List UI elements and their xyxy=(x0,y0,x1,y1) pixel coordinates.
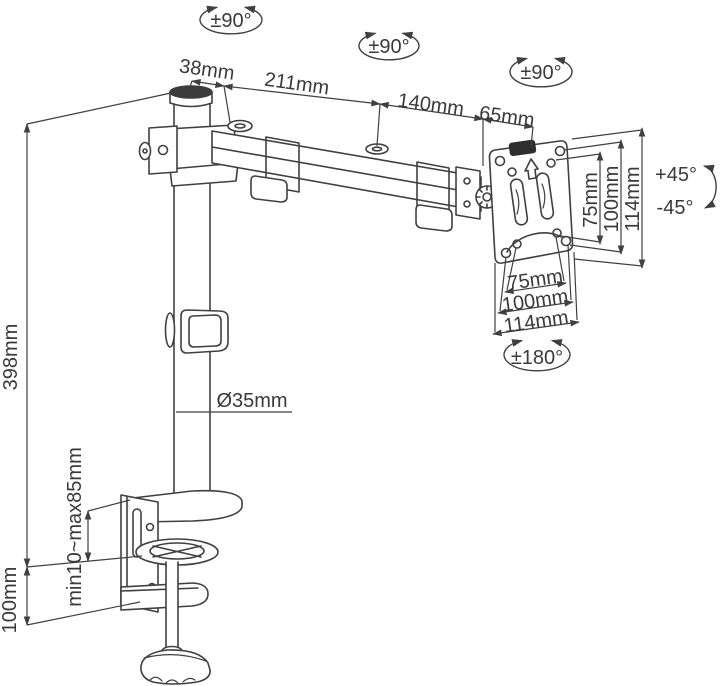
thumbscrew-knob xyxy=(508,139,537,157)
rotation-arrow-pole xyxy=(199,5,263,35)
rotation-label-pole-swivel: ±90° xyxy=(210,10,251,32)
rotation-label-vesa-swivel: ±90° xyxy=(520,62,561,84)
clamp-knob xyxy=(140,649,211,685)
desk-clamp xyxy=(120,489,243,685)
dim-label-pole-cap-width: 38mm xyxy=(178,55,236,85)
pole-cable-clip xyxy=(164,309,229,354)
tilt-arrow xyxy=(702,164,717,209)
up-arrow-icon xyxy=(524,158,539,180)
dim-label-vesa-head-offset: 65mm xyxy=(478,102,536,132)
rotation-symbols xyxy=(199,5,717,372)
dim-label-pole-height: 398mm xyxy=(0,324,22,391)
tilt-label-down: -45° xyxy=(657,197,694,219)
dim-label-pole-diameter: Ø35mm xyxy=(216,390,287,412)
rotation-label-vesa-rotation: ±180° xyxy=(511,347,563,369)
labels: ±90° ±90° ±90° ±180° +45° -45° 38mm 211m… xyxy=(0,10,697,633)
vesa-slot xyxy=(509,178,529,226)
rotation-arrow-arm xyxy=(358,31,420,61)
dim-label-arm-segment-rear: 211mm xyxy=(263,69,331,100)
dim-label-arm-segment-front: 140mm xyxy=(396,90,465,121)
dim-label-clamp-bracket-height: 100mm xyxy=(0,567,21,634)
pole-cap xyxy=(169,85,213,99)
tilt-label-up: +45° xyxy=(655,164,697,186)
vesa-plate xyxy=(488,139,574,264)
rotation-arrow-180 xyxy=(503,339,571,372)
mount-arm xyxy=(211,119,499,232)
vesa-hole xyxy=(494,155,506,167)
dim-label-clamp-thickness-range: min10~max85mm xyxy=(64,447,86,607)
vesa-hinge-bracket xyxy=(455,166,481,220)
rotation-arrow-vesa xyxy=(509,57,573,88)
collar-screw xyxy=(227,119,253,133)
dimension-lines xyxy=(23,79,646,626)
dim-label-vesa-height-114: 114mm xyxy=(622,166,644,231)
vesa-hole xyxy=(554,145,566,157)
vesa-hole xyxy=(546,158,556,168)
rotation-label-arm-swivel: ±90° xyxy=(368,36,409,58)
side-screw-boss xyxy=(138,141,152,161)
dim-label-vesa-height-100: 100mm xyxy=(601,166,623,233)
cable-clip-1 xyxy=(250,136,300,203)
dim-label-vesa-height-75: 75mm xyxy=(580,172,602,228)
vesa-slot xyxy=(535,172,555,220)
clamp-bottom-arm xyxy=(120,582,209,611)
product-drawing xyxy=(120,85,574,685)
cable-clip-2 xyxy=(415,161,453,232)
vesa-hole xyxy=(507,167,517,177)
